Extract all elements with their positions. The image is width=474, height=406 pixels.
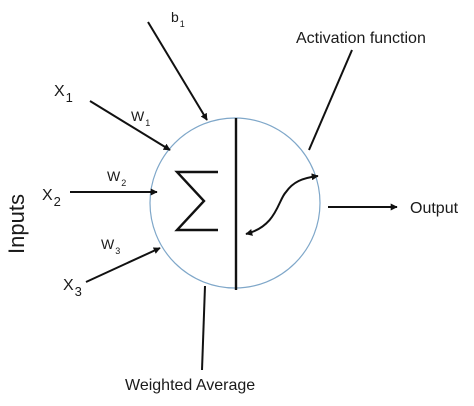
weight-label-1: W1 [131, 108, 150, 128]
bias-label: b1 [171, 9, 185, 29]
weighted-average-leader-line [201, 285, 206, 371]
sigmoid-curve-icon [245, 173, 319, 236]
activation-leader-line [308, 49, 353, 151]
inputs-label: Inputs [4, 194, 29, 254]
bias-arrow [147, 21, 208, 121]
input-label-2: X2 [42, 187, 61, 209]
output-label: Output [410, 200, 459, 217]
input-label-3: X3 [63, 277, 82, 299]
sigma-icon [174, 170, 218, 232]
input-label-1: X1 [54, 83, 73, 105]
weighted-average-label: Weighted Average [125, 377, 255, 394]
input-arrow-1 [89, 100, 171, 151]
input-arrow-3 [85, 247, 161, 283]
activation-function-label: Activation function [296, 30, 426, 47]
weight-label-2: W2 [107, 168, 126, 188]
weight-label-3: W3 [101, 236, 120, 256]
